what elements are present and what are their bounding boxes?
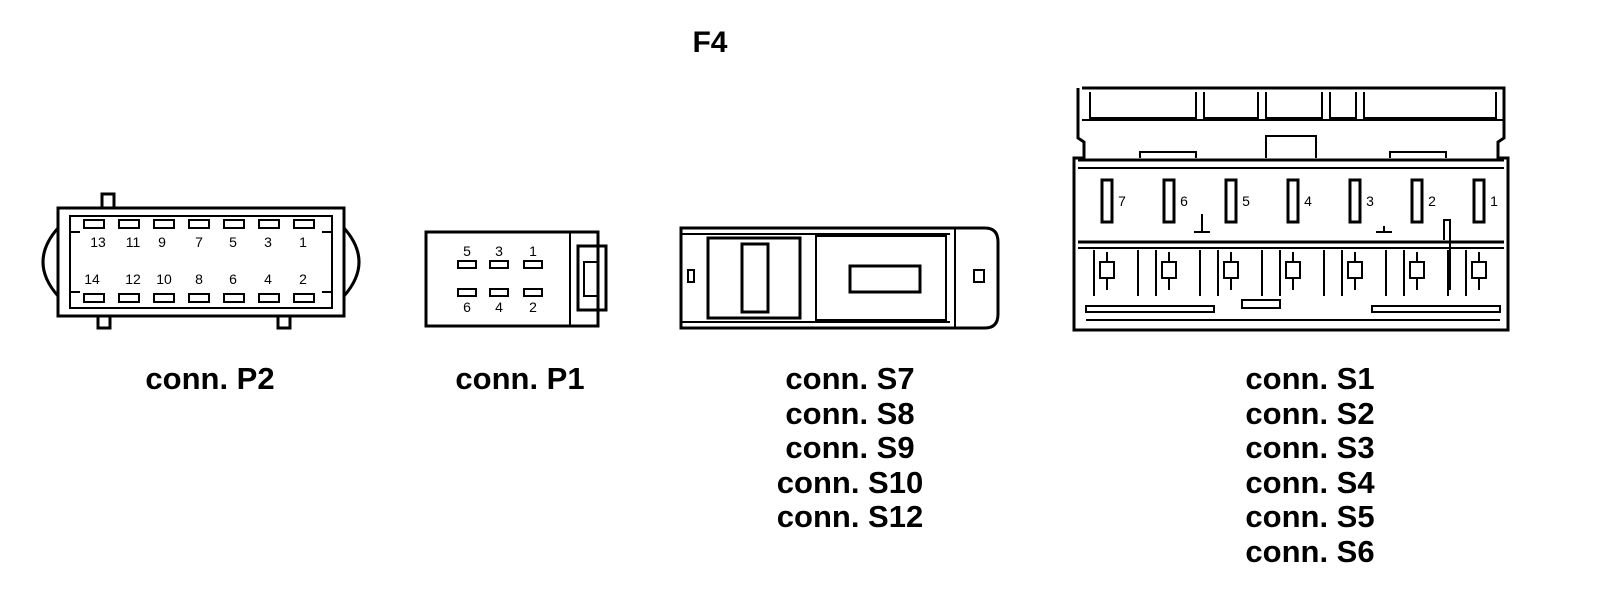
s1-outline <box>1072 86 1510 332</box>
p2-side-ribs <box>70 231 332 293</box>
p2-bottom-key-left <box>96 314 112 330</box>
caption-line: conn. S6 <box>1245 533 1375 569</box>
caption-conn-p2: conn. P2 <box>145 361 275 396</box>
p2-pin-label: 6 <box>229 271 237 287</box>
p2-top-pins <box>83 219 315 229</box>
p2-top-key <box>100 192 116 210</box>
caption-line: conn. S1 <box>1245 361 1375 396</box>
caption-line: conn. S3 <box>1245 430 1375 465</box>
p2-pin-label: 1 <box>299 234 307 250</box>
p1-bottom-pins <box>457 288 543 297</box>
caption-line: conn. S5 <box>1245 499 1375 534</box>
connector-s1-drawing <box>1072 86 1510 332</box>
p2-pin-label: 2 <box>299 271 307 287</box>
caption-line: conn. S12 <box>776 499 924 534</box>
p2-pin-label: 9 <box>158 234 166 250</box>
caption-line: conn. S2 <box>1245 395 1375 431</box>
p1-pin-label: 4 <box>495 299 503 315</box>
p2-pin-label: 14 <box>84 271 100 287</box>
p1-body <box>424 230 600 328</box>
p2-pin-label: 10 <box>156 271 172 287</box>
p1-pin-label: 5 <box>463 243 471 259</box>
p2-pin-label: 5 <box>229 234 237 250</box>
connector-p2-drawing <box>41 192 361 330</box>
p2-body <box>56 206 346 318</box>
p2-right-latch <box>342 227 361 297</box>
caption-group-s7: conn. S7 conn. S8 conn. S9 conn. S10 con… <box>735 361 965 535</box>
s1-pin-label: 7 <box>1118 193 1126 209</box>
caption-line: conn. S10 <box>776 464 924 500</box>
s7-window <box>706 236 802 320</box>
p2-bottom-key-right <box>276 314 292 330</box>
p2-pin-label: 8 <box>195 271 203 287</box>
p2-pin-label: 11 <box>126 234 141 250</box>
connector-s7-drawing <box>679 226 1000 330</box>
s7-body <box>679 226 1000 330</box>
caption-conn-p1: conn. P1 <box>455 361 585 396</box>
s1-pin-label: 2 <box>1428 193 1436 209</box>
s1-pin-label: 1 <box>1490 193 1498 209</box>
p2-pin-label: 4 <box>264 271 272 287</box>
p1-pin-label: 2 <box>529 299 537 315</box>
caption-line: conn. S7 <box>785 361 915 396</box>
p1-pin-label: 1 <box>529 243 537 259</box>
p2-bottom-pins <box>83 293 315 303</box>
p1-pin-label: 6 <box>463 299 471 315</box>
p1-top-pins <box>457 260 543 269</box>
p2-pin-label: 3 <box>264 234 272 250</box>
p2-pin-label: 12 <box>125 271 141 287</box>
diagram-title: F4 <box>692 26 728 59</box>
connector-p1-drawing <box>424 230 608 328</box>
s7-slot <box>740 242 770 314</box>
p2-pin-label: 7 <box>195 234 203 250</box>
caption-line: conn. S8 <box>785 395 915 431</box>
p1-pin-label: 3 <box>495 243 503 259</box>
p1-latch <box>576 244 608 312</box>
caption-line: conn. S4 <box>1245 464 1375 500</box>
s1-terminals <box>1093 214 1487 296</box>
s1-pin-label: 3 <box>1366 193 1374 209</box>
s1-pin-label: 6 <box>1180 193 1188 209</box>
caption-line: conn. S9 <box>785 430 915 465</box>
s1-pin-slots <box>1100 178 1486 224</box>
caption-group-s1: conn. S1 conn. S2 conn. S3 conn. S4 conn… <box>1195 361 1425 569</box>
p2-pin-label: 13 <box>90 234 106 250</box>
p2-inner <box>69 215 333 309</box>
s1-pin-label: 5 <box>1242 193 1250 209</box>
s7-tab <box>848 264 922 294</box>
s1-pin-label: 4 <box>1304 193 1312 209</box>
p2-left-latch <box>41 227 60 297</box>
